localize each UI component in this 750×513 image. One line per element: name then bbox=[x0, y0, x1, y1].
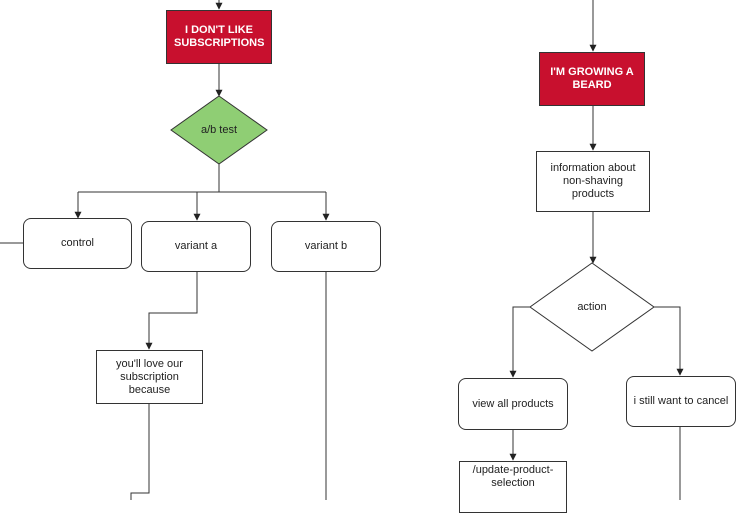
info-non-shaving-box: information about non-shaving products bbox=[536, 151, 650, 212]
growing-beard-box: I'M GROWING A BEARD bbox=[539, 52, 645, 106]
ab-test-label: a/b test bbox=[200, 124, 238, 136]
variant-a-label: variant a bbox=[174, 240, 218, 252]
view-all-products-label: view all products bbox=[472, 397, 554, 410]
still-cancel-label: i still want to cancel bbox=[633, 395, 729, 407]
view-all-products-box: view all products bbox=[458, 378, 568, 430]
ab-test-decision-diamond bbox=[170, 95, 268, 165]
variant-b-label: variant b bbox=[304, 240, 348, 252]
love-subscription-box: you'll love our subscription because bbox=[96, 350, 203, 404]
variant-a-box: variant a bbox=[141, 221, 251, 272]
dont-like-subscriptions-label: I DON'T LIKE SUBSCRIPTIONS bbox=[174, 24, 265, 49]
action-label: action bbox=[577, 301, 607, 313]
variant-b-box: variant b bbox=[271, 221, 381, 272]
info-non-shaving-label: information about non-shaving products bbox=[550, 162, 636, 200]
love-subscription-label: you'll love our subscription because bbox=[116, 357, 183, 396]
update-product-selection-box: /update-product-selection bbox=[459, 461, 567, 513]
flowchart-canvas bbox=[0, 0, 684, 500]
still-cancel-box: i still want to cancel bbox=[626, 376, 736, 427]
control-box: control bbox=[23, 218, 132, 269]
action-decision-diamond bbox=[529, 262, 655, 352]
connector-variant-a-to-love bbox=[145, 272, 198, 350]
connector-action-to-cancel bbox=[654, 306, 684, 376]
growing-beard-label: I'M GROWING A BEARD bbox=[550, 66, 634, 91]
connector-love-down bbox=[130, 404, 150, 500]
update-product-selection-label: /update-product-selection bbox=[472, 464, 554, 489]
connector-action-to-view-all bbox=[509, 306, 530, 378]
dont-like-subscriptions-box: I DON'T LIKE SUBSCRIPTIONS bbox=[166, 10, 272, 64]
connector-abtest-split bbox=[78, 164, 220, 193]
control-label: control bbox=[60, 237, 95, 249]
